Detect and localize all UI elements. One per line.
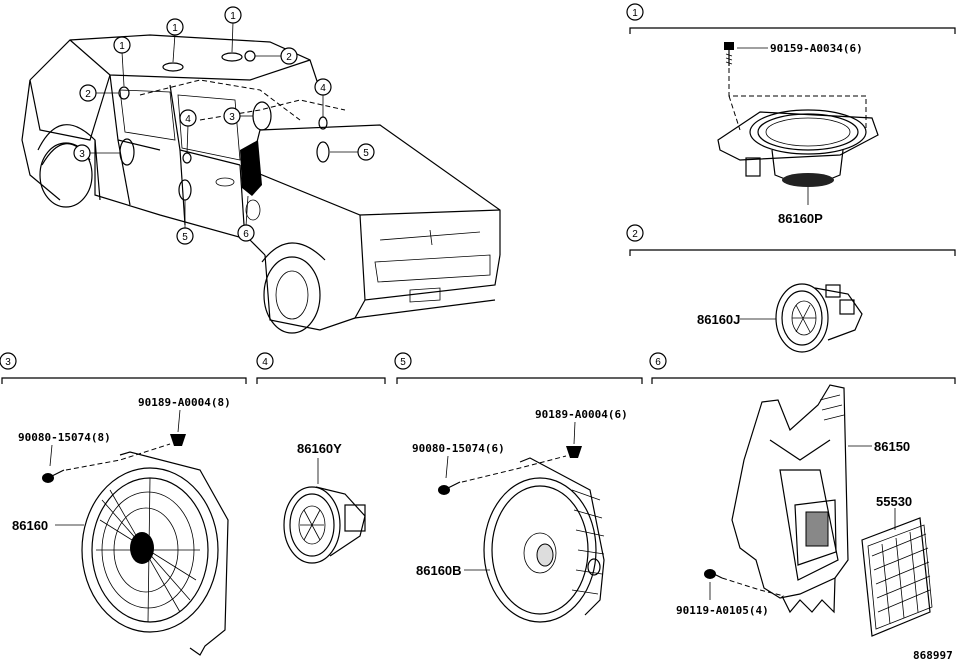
speaker-86160b-icon — [483, 457, 605, 623]
part-label-90159-a0034: 90159-A0034(6) — [770, 42, 863, 55]
callout-4-b: 4 — [320, 83, 326, 94]
callout-1-b: 1 — [230, 11, 236, 22]
part-label-55530: 55530 — [876, 494, 912, 509]
group-3-number: 3 — [5, 357, 11, 368]
group-4: 4 86160Y — [256, 352, 386, 564]
clip-icon — [566, 446, 582, 458]
part-label-90189-a0004-8: 90189-A0004(8) — [138, 396, 231, 409]
part-label-86160: 86160 — [12, 518, 48, 533]
part-label-90119-a0105: 90119-A0105(4) — [676, 604, 769, 617]
group-1: 1 90159-A0034(6) 86160P — [626, 3, 956, 226]
screw-icon — [704, 569, 723, 579]
callout-6: 6 — [243, 229, 249, 240]
grille-55530-icon — [861, 517, 933, 637]
callout-4-a: 4 — [185, 114, 191, 125]
figure-number: 868997 — [913, 649, 953, 662]
truck-callouts: 1 1 1 2 2 3 3 4 4 5 5 6 — [73, 6, 375, 245]
bolt-icon — [724, 42, 734, 66]
callout-3-a: 3 — [79, 149, 85, 160]
callout-3-b: 3 — [229, 112, 235, 123]
part-label-90189-a0004-6: 90189-A0004(6) — [535, 408, 628, 421]
callout-1-a: 1 — [172, 23, 178, 34]
speaker-86160-icon — [81, 451, 229, 656]
truck-illustration — [21, 34, 501, 334]
part-label-86160p: 86160P — [778, 211, 823, 226]
group-6: 6 86150 55530 90119-A0105(4) — [649, 352, 956, 637]
part-label-86160b: 86160B — [416, 563, 462, 578]
group-3: 3 90189-A0004(8) 90080-15074(8) 86160 — [0, 352, 247, 656]
speaker-86160p-icon — [717, 109, 879, 187]
group-6-number: 6 — [655, 357, 661, 368]
part-label-86150: 86150 — [874, 439, 910, 454]
group-1-number: 1 — [632, 8, 638, 19]
part-label-86160j: 86160J — [697, 312, 740, 327]
group-4-number: 4 — [262, 357, 268, 368]
group-5: 5 90189-A0004(6) 90080-15074(6) 86160B — [394, 352, 643, 623]
screw-icon — [438, 481, 461, 495]
tweeter-86160j-icon — [775, 283, 863, 353]
speaker-box-86150-icon — [731, 384, 849, 614]
callout-5-b: 5 — [363, 148, 369, 159]
group-2: 2 86160J — [626, 224, 956, 353]
callout-5-a: 5 — [182, 232, 188, 243]
part-label-90080-15074-8: 90080-15074(8) — [18, 431, 111, 444]
callout-2-b: 2 — [286, 52, 292, 63]
part-label-86160y: 86160Y — [297, 441, 342, 456]
tweeter-86160y-icon — [283, 486, 366, 564]
callout-1-c: 1 — [119, 41, 125, 52]
screw-icon — [42, 469, 65, 483]
group-2-number: 2 — [632, 229, 638, 240]
clip-icon — [170, 434, 186, 446]
part-label-90080-15074-6: 90080-15074(6) — [412, 442, 505, 455]
group-5-number: 5 — [400, 357, 406, 368]
callout-2-a: 2 — [85, 89, 91, 100]
